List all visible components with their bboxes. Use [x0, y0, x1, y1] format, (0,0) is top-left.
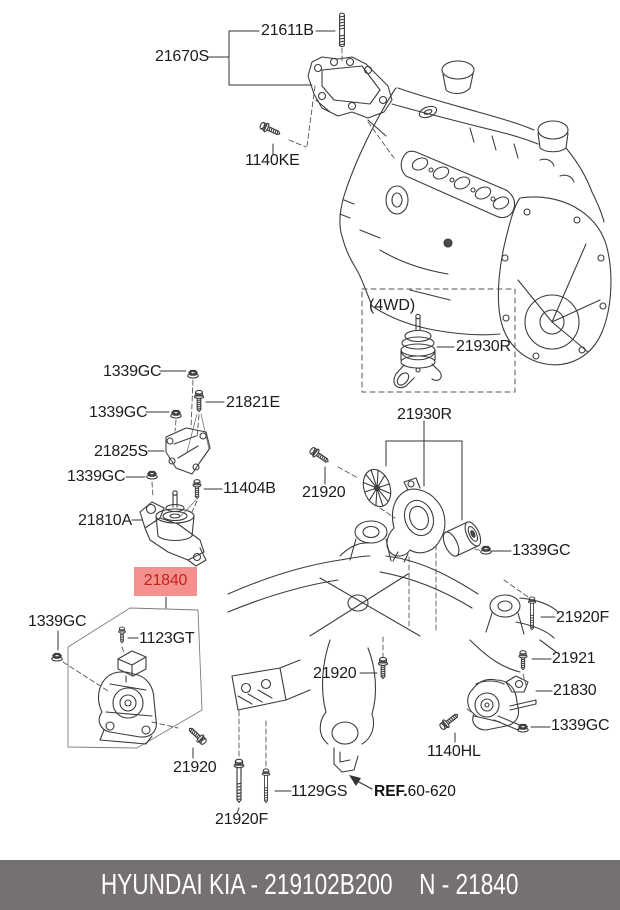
alignment-lines — [62, 47, 529, 769]
engine-mount-21810A-illustration — [139, 490, 207, 567]
nut-1339GC-f-icon — [517, 723, 529, 733]
transmission-mount-21840-illustration — [97, 650, 157, 745]
part-label-11404b-10[interactable]: 11404B — [223, 480, 276, 497]
subframe-crossmember-illustration — [227, 520, 559, 773]
part-label-1339gc-4[interactable]: 1339GC — [103, 363, 162, 380]
part-label-1140ke-2[interactable]: 1140KE — [245, 152, 300, 169]
drive-variant-label: (4WD) — [369, 297, 416, 314]
part-label-21920-11[interactable]: 21920 — [302, 484, 346, 501]
part-label-21920-23[interactable]: 21920 — [173, 759, 217, 776]
part-label-21840-14[interactable]: 21840 — [134, 567, 197, 596]
part-label-1339gc-9[interactable]: 1339GC — [67, 468, 126, 485]
roll-rod-mount-illustration — [386, 477, 446, 563]
fourwd-box — [361, 288, 516, 393]
bolt-1140HL-icon — [437, 710, 461, 732]
bolt-11404B-icon — [192, 479, 202, 500]
part-label-1123gt-17[interactable]: 1123GT — [139, 630, 195, 647]
part-label-21930r-7[interactable]: 21930R — [397, 406, 452, 423]
part-label-21920-19[interactable]: 21920 — [313, 665, 357, 682]
side-mount-21830-illustration — [467, 675, 537, 731]
ref-link-label[interactable]: REF.60-620 — [374, 783, 456, 801]
engine-illustration — [339, 60, 612, 366]
bolt-1123GT-icon — [118, 626, 126, 644]
part-label-1339gc-21[interactable]: 1339GC — [551, 717, 610, 734]
bolt-21920F-bottom-icon — [233, 758, 245, 804]
footer-part-ref: N - 21840 — [419, 868, 519, 901]
part-label-1129gs-24[interactable]: 1129GS — [291, 783, 348, 800]
part-label-21921-18[interactable]: 21921 — [552, 650, 596, 667]
leader-lines — [57, 30, 556, 814]
bolt-21821E-icon — [193, 389, 205, 413]
part-label-1339gc-13[interactable]: 1339GC — [512, 542, 571, 559]
ref-number: 60-620 — [407, 783, 456, 800]
engine-bracket-illustration — [307, 56, 393, 119]
part-label-21830-20[interactable]: 21830 — [553, 682, 597, 699]
part-label-21810a-12[interactable]: 21810A — [78, 512, 132, 529]
bolt-21920-mid-icon — [307, 445, 332, 466]
ref-prefix: REF. — [374, 783, 408, 800]
part-label-21920f-15[interactable]: 21920F — [556, 609, 610, 626]
footer-catalog-code: HYUNDAI KIA - 219102B200 — [101, 868, 393, 901]
bolt-21920-botleft-icon — [185, 724, 209, 747]
nut-1339GC-a-icon — [187, 369, 199, 379]
fitment-guide-lines — [180, 413, 210, 517]
bolt-21920-center-icon — [377, 656, 389, 680]
part-label-21611b-0[interactable]: 21611B — [261, 22, 314, 39]
part-label-21930r-3[interactable]: 21930R — [456, 338, 511, 355]
insulator-disc-illustration — [362, 468, 392, 508]
nut-1339GC-b-icon — [170, 409, 182, 419]
part-label-21821e-5[interactable]: 21821E — [226, 394, 280, 411]
part-label-21825s-8[interactable]: 21825S — [94, 443, 148, 460]
nut-1339GC-e-icon — [51, 652, 63, 662]
part-group-outline — [67, 607, 203, 749]
part-label-1140hl-22[interactable]: 1140HL — [427, 743, 481, 760]
part-label-1339gc-16[interactable]: 1339GC — [28, 613, 87, 630]
fourwd-mount-illustration — [393, 313, 442, 389]
bolt-21921-icon — [518, 650, 528, 671]
stud-bolt-21611B-icon — [339, 12, 345, 48]
ref-arrow — [349, 775, 373, 790]
part-label-21920f-25[interactable]: 21920F — [215, 811, 269, 828]
nut-1339GC-c-icon — [146, 470, 158, 480]
bolt-1129GS-icon — [261, 768, 271, 804]
footer-bar: HYUNDAI KIA - 219102B200 N - 21840 — [0, 860, 620, 910]
bolt-1140KE-icon — [258, 120, 283, 139]
bushing-illustration — [442, 521, 482, 557]
part-label-1339gc-6[interactable]: 1339GC — [89, 404, 148, 421]
bracket-21825S-illustration — [165, 427, 211, 475]
part-label-21670s-1[interactable]: 21670S — [155, 48, 209, 65]
footer-text: HYUNDAI KIA - 219102B200 N - 21840 — [101, 869, 519, 902]
nut-1339GC-d-icon — [480, 545, 492, 555]
